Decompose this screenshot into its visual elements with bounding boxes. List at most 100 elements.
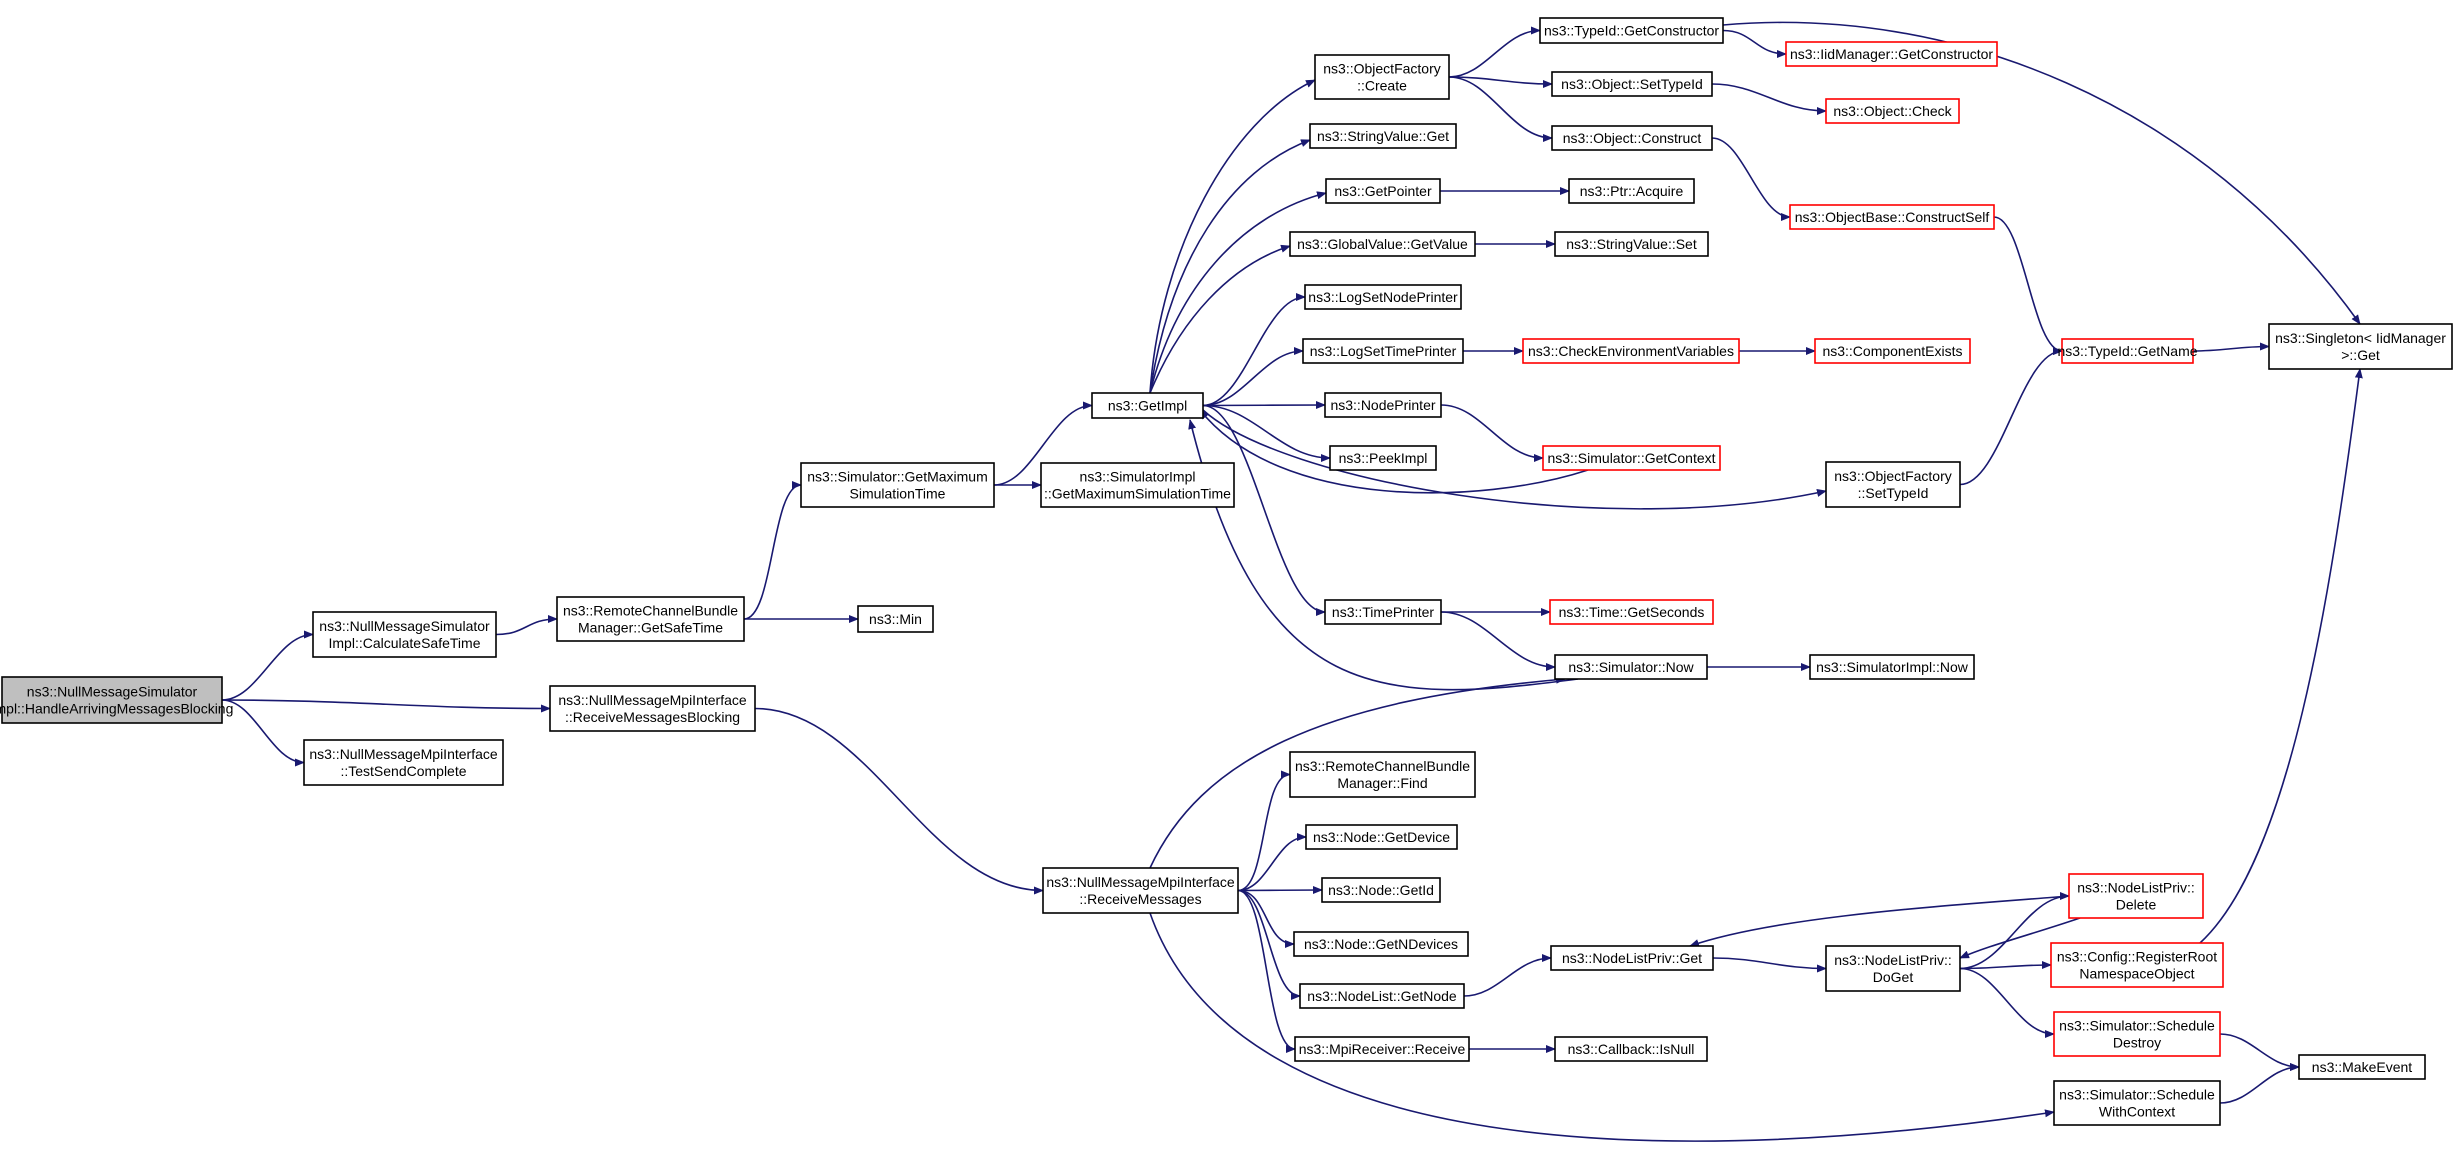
node-box [1309, 123, 1457, 149]
node-box [1825, 461, 1961, 508]
node-label-line: ::ReceiveMessages [1079, 891, 1201, 907]
node-box [1550, 945, 1714, 971]
node-getImpl[interactable]: ns3::GetImpl [1091, 392, 1204, 419]
edge-root-to-calcSafe [221, 630, 314, 701]
edge-nlpDelete-to-nlpGet [1689, 895, 2070, 947]
node-label-line: ns3::TimePrinter [1332, 604, 1435, 620]
node-label-line: Impl::CalculateSafeTime [329, 635, 481, 651]
node-recvMsgs[interactable]: ns3::NullMessageMpiInterface::ReceiveMes… [1042, 867, 1239, 914]
node-root[interactable]: ns3::NullMessageSimulatorImpl::HandleArr… [0, 676, 233, 724]
node-label-line: ns3::TypeId::GetName [2057, 343, 2197, 359]
node-getPointer[interactable]: ns3::GetPointer [1325, 178, 1441, 204]
node-recvBlocking[interactable]: ns3::NullMessageMpiInterface::ReceiveMes… [549, 685, 756, 732]
edge-nodeListGetNode-to-nlpGet [1463, 954, 1552, 997]
node-makeEvent[interactable]: ns3::MakeEvent [2298, 1054, 2426, 1080]
node-label-line: ns3::Ptr::Acquire [1580, 183, 1684, 199]
edge-recvMsgs-to-rcbFind [1237, 770, 1291, 892]
node-objCheck[interactable]: ns3::Object::Check [1825, 98, 1960, 124]
node-objSetTid[interactable]: ns3::Object::SetTypeId [1551, 71, 1713, 97]
node-label-line: ns3::PeekImpl [1339, 450, 1428, 466]
edge-root-to-testSend [221, 699, 305, 767]
node-nlpDoGet[interactable]: ns3::NodeListPriv::DoGet [1825, 945, 1961, 992]
node-label-line: Manager::GetSafeTime [578, 620, 723, 636]
node-objBaseCS[interactable]: ns3::ObjectBase::ConstructSelf [1789, 204, 1995, 230]
node-label-line: ns3::Simulator::Schedule [2059, 1087, 2215, 1103]
edge-nlpDelete-to-nlpDoGet [1959, 917, 2081, 959]
node-ptrAcquire[interactable]: ns3::Ptr::Acquire [1568, 178, 1695, 204]
node-label-line: ns3::ObjectBase::ConstructSelf [1795, 209, 1990, 225]
node-singletonGet[interactable]: ns3::Singleton< IidManager>::Get [2268, 323, 2453, 370]
node-label-line: >::Get [2341, 347, 2380, 363]
node-box [1293, 931, 1469, 957]
edge-objBaseCS-to-tidGetName [1993, 216, 2063, 355]
node-box [1542, 445, 1721, 471]
node-strValGet[interactable]: ns3::StringValue::Get [1309, 123, 1457, 149]
node-cbIsNull[interactable]: ns3::Callback::IsNull [1554, 1036, 1708, 1062]
node-checkEnv[interactable]: ns3::CheckEnvironmentVariables [1522, 338, 1740, 364]
node-nodeListGetNode[interactable]: ns3::NodeList::GetNode [1299, 983, 1465, 1009]
node-label-line: ns3::MpiReceiver::Receive [1299, 1041, 1466, 1057]
node-label-line: ns3::Object::Construct [1563, 130, 1702, 146]
edge-recvMsgs-to-mpiRecv [1237, 889, 1296, 1053]
node-simNow[interactable]: ns3::Simulator::Now [1554, 654, 1708, 680]
node-box [2053, 1011, 2221, 1057]
node-nodeGetNDev[interactable]: ns3::Node::GetNDevices [1293, 931, 1469, 957]
node-nlpGet[interactable]: ns3::NodeListPriv::Get [1550, 945, 1714, 971]
edge-recvMsgs-to-nodeGetDevice [1237, 833, 1307, 892]
node-box [1302, 338, 1464, 364]
node-label-line: ns3::ObjectFactory [1323, 61, 1441, 77]
edge-rcbGetSafe-to-simGetMax [743, 481, 802, 620]
node-label-line: ::TestSendComplete [340, 763, 466, 779]
node-tidGetName[interactable]: ns3::TypeId::GetName [2057, 338, 2198, 364]
node-box [1324, 599, 1442, 625]
node-iidGetCtor[interactable]: ns3::IidManager::GetConstructor [1785, 41, 1998, 67]
node-box [1809, 654, 1975, 680]
node-label-line: ns3::NodeList::GetNode [1307, 988, 1457, 1004]
node-mpiRecv[interactable]: ns3::MpiReceiver::Receive [1294, 1036, 1470, 1062]
node-strValSet[interactable]: ns3::StringValue::Set [1554, 231, 1709, 257]
node-label-line: ns3::Object::SetTypeId [1561, 76, 1703, 92]
node-min[interactable]: ns3::Min [857, 605, 934, 633]
node-simGetCtx[interactable]: ns3::Simulator::GetContext [1542, 445, 1721, 471]
node-label-line: ns3::ObjectFactory [1834, 468, 1952, 484]
node-compExists[interactable]: ns3::ComponentExists [1814, 338, 1971, 364]
node-simImplNow[interactable]: ns3::SimulatorImpl::Now [1809, 654, 1975, 680]
edge-simGetCtx-to-getImpl [1199, 409, 1589, 494]
node-objConstruct[interactable]: ns3::Object::Construct [1551, 125, 1713, 151]
node-box [857, 605, 934, 633]
node-testSend[interactable]: ns3::NullMessageMpiInterface::TestSendCo… [303, 739, 504, 786]
node-logTime[interactable]: ns3::LogSetTimePrinter [1302, 338, 1464, 364]
node-label-line: ns3::NodePrinter [1330, 397, 1435, 413]
edge-nlpDoGet-to-simSchedDestroy [1959, 967, 2055, 1038]
node-ofCreate[interactable]: ns3::ObjectFactory::Create [1314, 54, 1450, 100]
node-rcbGetSafe[interactable]: ns3::RemoteChannelBundleManager::GetSafe… [556, 596, 745, 642]
node-label-line: Impl::HandleArrivingMessagesBlocking [0, 701, 233, 717]
node-simImplGetMax[interactable]: ns3::SimulatorImpl::GetMaximumSimulation… [1040, 462, 1235, 508]
node-label-line: ns3::TypeId::GetConstructor [1544, 23, 1719, 39]
node-logNode[interactable]: ns3::LogSetNodePrinter [1304, 284, 1462, 310]
node-label-line: WithContext [2099, 1104, 2175, 1120]
node-nodePrinter[interactable]: ns3::NodePrinter [1324, 392, 1442, 418]
node-nlpDelete[interactable]: ns3::NodeListPriv::Delete [2068, 873, 2204, 919]
node-calcSafe[interactable]: ns3::NullMessageSimulatorImpl::Calculate… [312, 611, 497, 658]
node-timeGetSec[interactable]: ns3::Time::GetSeconds [1549, 599, 1714, 625]
node-box [1329, 445, 1437, 471]
node-peekImpl[interactable]: ns3::PeekImpl [1329, 445, 1437, 471]
node-ofSetTid[interactable]: ns3::ObjectFactory::SetTypeId [1825, 461, 1961, 508]
node-simGetMax[interactable]: ns3::Simulator::GetMaximumSimulationTime [800, 462, 995, 508]
node-nodeGetId[interactable]: ns3::Node::GetId [1321, 877, 1441, 903]
node-box [1042, 867, 1239, 914]
edge-calcSafe-to-rcbGetSafe [495, 615, 558, 636]
node-timePrinter[interactable]: ns3::TimePrinter [1324, 599, 1442, 625]
edge-getImpl-to-timePrinter [1202, 404, 1326, 616]
node-tidGetCtor[interactable]: ns3::TypeId::GetConstructor [1539, 17, 1724, 44]
node-label-line: ns3::Simulator::Now [1568, 659, 1694, 675]
node-nodeGetDevice[interactable]: ns3::Node::GetDevice [1305, 824, 1458, 850]
edge-ofCreate-to-objConstruct [1448, 76, 1553, 142]
node-gvGetValue[interactable]: ns3::GlobalValue::GetValue [1289, 231, 1476, 257]
